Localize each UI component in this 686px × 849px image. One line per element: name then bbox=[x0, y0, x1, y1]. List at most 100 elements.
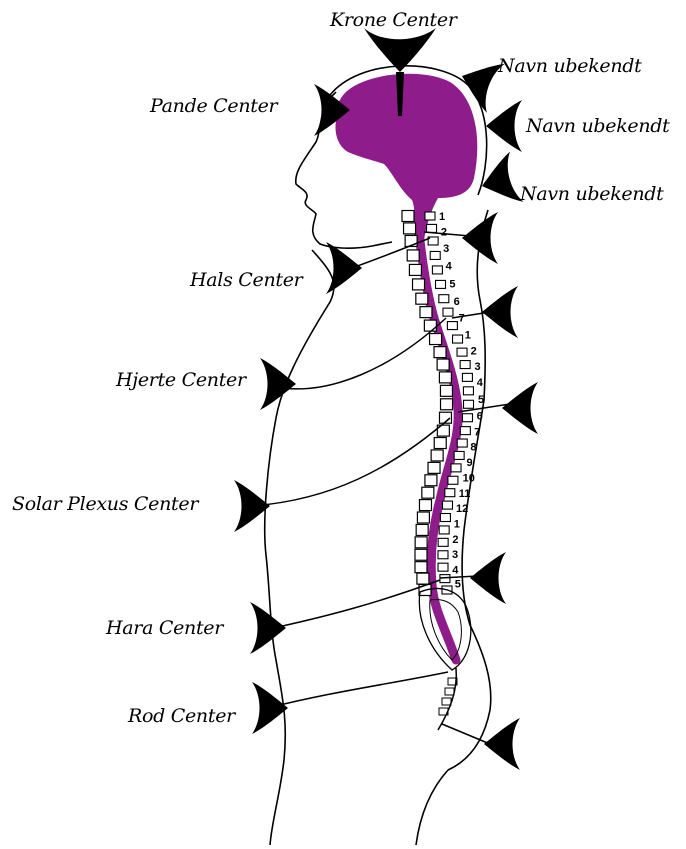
vertebra-number: 6 bbox=[454, 296, 460, 308]
vertebra-process bbox=[460, 427, 470, 435]
vertebra-number: 1 bbox=[465, 329, 471, 341]
vertebra-body bbox=[417, 512, 429, 523]
vortex-mid-back-icon bbox=[502, 382, 538, 434]
vertebra-process bbox=[432, 266, 442, 274]
vertebra-number: 3 bbox=[452, 549, 458, 561]
vertebra-process bbox=[457, 439, 467, 447]
vertebra-body bbox=[425, 475, 437, 486]
vertebra-body bbox=[419, 500, 431, 511]
vertebra-body bbox=[420, 307, 432, 318]
vertebra-process bbox=[438, 538, 448, 546]
vertebra-body bbox=[437, 359, 449, 370]
nerve-hjerte bbox=[282, 318, 446, 389]
vertebra-body bbox=[407, 250, 419, 261]
nerve-rod bbox=[268, 672, 448, 708]
vertebra-number: 1 bbox=[439, 211, 445, 223]
vertebra-body bbox=[424, 320, 436, 331]
vertebra-number: 3 bbox=[443, 243, 449, 255]
vertebra-process bbox=[448, 476, 458, 484]
vertebra-process bbox=[462, 373, 472, 381]
vortex-hjerte-icon bbox=[260, 358, 296, 410]
label-rod: Rod Center bbox=[127, 705, 237, 727]
vertebra-process bbox=[439, 526, 449, 534]
vertebra-number: 11 bbox=[459, 488, 471, 500]
vertebra-body bbox=[416, 293, 428, 304]
coccyx-segment bbox=[442, 698, 451, 705]
vertebra-body bbox=[413, 279, 425, 290]
vertebra-body bbox=[416, 524, 428, 535]
vertebra-number: 2 bbox=[471, 346, 477, 358]
vertebra-number: 9 bbox=[466, 457, 472, 469]
vertebra-number: 5 bbox=[449, 279, 455, 291]
vertebra-process bbox=[460, 361, 470, 369]
label-pande: Pande Center bbox=[149, 95, 280, 117]
vertebra-number: 5 bbox=[478, 394, 484, 406]
vertebra-body bbox=[440, 385, 452, 396]
vertebra-process bbox=[462, 414, 472, 422]
vertebra-number: 2 bbox=[452, 534, 458, 546]
vertebra-process bbox=[464, 400, 474, 408]
vertebra-body bbox=[417, 573, 429, 584]
vortex-low-back-icon bbox=[470, 552, 506, 604]
coccyx-segment bbox=[445, 688, 454, 695]
vertebra-body bbox=[428, 462, 440, 473]
front-outline bbox=[265, 250, 334, 845]
label-krone: Krone Center bbox=[329, 9, 459, 31]
vertebra-body bbox=[441, 399, 453, 410]
vertebra-number: 8 bbox=[470, 442, 476, 454]
vertebra-number: 12 bbox=[456, 503, 468, 515]
vertebra-number: 4 bbox=[452, 564, 459, 576]
vertebra-body bbox=[431, 450, 443, 461]
vertebra-number: 10 bbox=[463, 472, 475, 484]
vertebra-number: 4 bbox=[477, 377, 484, 389]
label-hals: Hals Center bbox=[189, 269, 305, 291]
vertebra-process bbox=[454, 451, 464, 459]
vertebra-process bbox=[457, 348, 467, 356]
vertebra-body bbox=[415, 537, 427, 548]
vertebra-body bbox=[422, 487, 434, 498]
vertebra-body bbox=[415, 549, 427, 560]
label-hjerte: Hjerte Center bbox=[115, 369, 248, 391]
vertebra-number: 1 bbox=[454, 518, 460, 530]
vertebra-process bbox=[436, 280, 446, 288]
vertebra-body bbox=[434, 347, 446, 358]
label-hara: Hara Center bbox=[105, 617, 225, 639]
nerve-solar bbox=[252, 418, 450, 506]
vertebra-process bbox=[438, 563, 448, 571]
nerve-hara bbox=[264, 580, 440, 630]
vertebra-process bbox=[447, 322, 457, 330]
vertebra-process bbox=[453, 335, 463, 343]
vortex-navn2-icon bbox=[486, 100, 522, 152]
vertebra-body bbox=[404, 223, 416, 234]
vertebra-number: 2 bbox=[441, 226, 447, 238]
vertebra-body bbox=[415, 562, 427, 573]
vertebra-body bbox=[409, 264, 421, 275]
vertebra-process bbox=[439, 295, 449, 303]
vertebra-number: 7 bbox=[459, 313, 465, 325]
vertebra-body bbox=[439, 372, 451, 383]
vertebra-number: 4 bbox=[446, 261, 453, 273]
vertebra-process bbox=[440, 514, 450, 522]
vertebra-process bbox=[438, 551, 448, 559]
vertebra-body bbox=[430, 334, 442, 345]
vertebra-number: 5 bbox=[455, 578, 461, 590]
vertebra-number: 3 bbox=[475, 361, 481, 373]
vertebra-process bbox=[430, 251, 440, 259]
vertebra-process bbox=[443, 308, 453, 316]
vortex-hals-icon bbox=[326, 242, 362, 294]
nerve-lines bbox=[252, 232, 510, 744]
vertebra-process bbox=[445, 489, 455, 497]
label-solar: Solar Plexus Center bbox=[12, 493, 200, 515]
vertebra-process bbox=[451, 464, 461, 472]
vortex-chest-back-icon bbox=[482, 286, 518, 338]
vertebra-process bbox=[463, 387, 473, 395]
label-navn-3: Navn ubekendt bbox=[519, 183, 664, 205]
vertebra-process bbox=[442, 501, 452, 509]
vortex-sacral-back-icon bbox=[484, 718, 520, 770]
vertebra-process bbox=[427, 224, 437, 232]
label-navn-2: Navn ubekendt bbox=[525, 115, 670, 137]
vertebra-body bbox=[434, 438, 446, 449]
vortex-neck-back-icon bbox=[462, 212, 498, 264]
